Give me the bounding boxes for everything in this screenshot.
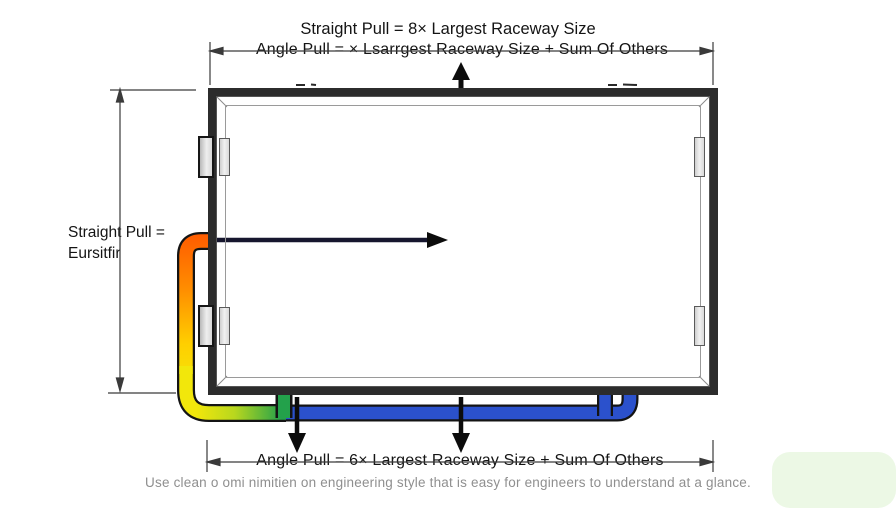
straight-pull-formula-label: Straight Pull = 8× Largest Raceway Size	[300, 20, 596, 38]
down-arrow-right-icon	[452, 397, 470, 453]
junction-box	[208, 88, 718, 395]
left-label-line2: Eursitfir	[68, 245, 121, 262]
highlight-blob	[772, 452, 896, 508]
right-bottom-connector	[694, 306, 705, 346]
bottom-angle-pull-dimension-label: Angle Pull = 6× Largest Raceway Size + S…	[247, 452, 673, 470]
junction-box-inner-bevel	[225, 105, 701, 378]
top-edge-marks	[296, 83, 638, 86]
left-bottom-connector-outer	[198, 305, 214, 347]
caption-text: Use clean o omi nimitien on engineering …	[145, 475, 751, 490]
dimension-lines	[108, 42, 716, 472]
right-top-connector	[694, 137, 705, 177]
top-angle-pull-dimension-label: Angle Pull = × Lsarrgest Raceway Size + …	[246, 41, 678, 59]
conduit-blue	[286, 394, 637, 420]
straight-pull-arrow-icon	[214, 232, 448, 248]
conduit-orange-yellow	[179, 234, 212, 374]
conduit-yellow-green	[179, 366, 286, 420]
left-top-connector-outer	[198, 136, 214, 178]
left-label-line1: Straight Pull =	[68, 224, 165, 241]
left-bottom-connector-inner	[219, 307, 230, 345]
down-arrow-left-icon	[288, 397, 306, 453]
left-straight-pull-label: Straight Pull = Eursitfir	[68, 222, 165, 264]
left-top-connector-inner	[219, 138, 230, 176]
